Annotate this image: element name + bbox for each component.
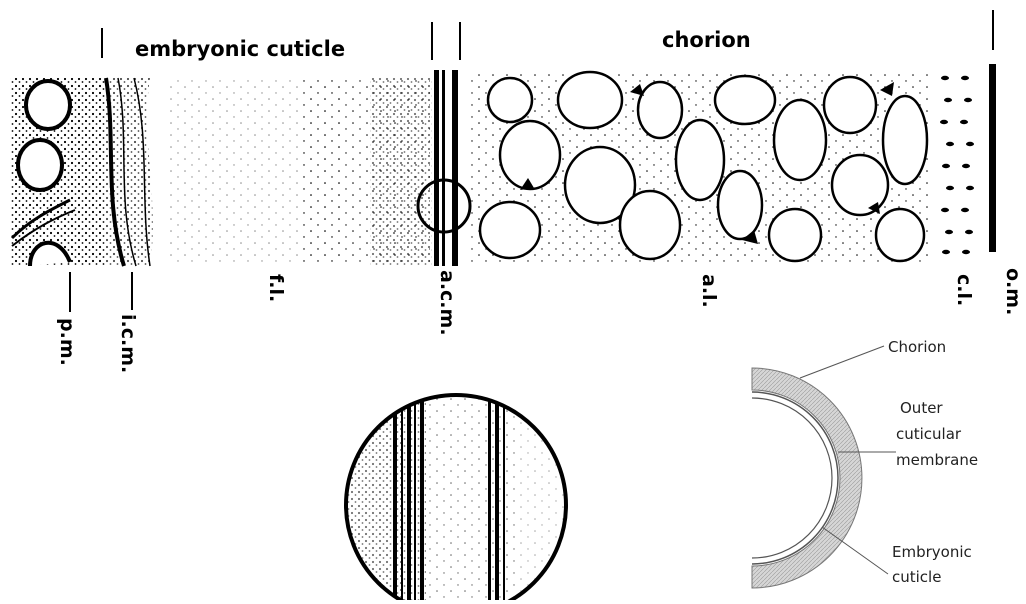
inset-label-embryonic: Embryonic	[892, 543, 972, 561]
acm-bar	[434, 70, 439, 266]
magnified-bar	[503, 395, 505, 600]
egg-wall-inset: Chorion Outer cuticular membrane Embryon…	[752, 338, 978, 588]
magnified-bar	[488, 395, 491, 600]
cell-nucleus	[26, 81, 70, 129]
magnified-bar	[420, 395, 424, 600]
cell-nucleus	[18, 140, 62, 190]
fl-label: f.l.	[265, 274, 287, 302]
icm-label: i.c.m.	[117, 314, 139, 373]
acm-bar	[442, 70, 445, 266]
magnified-detail	[346, 395, 570, 600]
inset-label-membrane: membrane	[896, 451, 978, 469]
magnified-bar	[495, 395, 499, 600]
magnified-bar	[401, 395, 403, 600]
om-bar	[989, 64, 996, 252]
pm-label: p.m.	[56, 318, 78, 366]
section-headers: embryonic cuticle chorion	[102, 10, 993, 61]
section-strip	[10, 64, 996, 266]
magnified-bar	[407, 395, 411, 600]
chorion-leader	[800, 346, 884, 378]
layer-labels: p.m. i.c.m. f.l. a.c.m. a.l. c.l. o.m.	[56, 268, 1024, 373]
acm-bar	[452, 70, 458, 266]
al-label: a.l.	[698, 274, 720, 308]
acm-label: a.c.m.	[436, 270, 458, 336]
inset-label-cuticle: cuticle	[892, 568, 941, 586]
cl-dashes	[940, 76, 974, 254]
magnified-bar	[393, 395, 397, 600]
inset-label-outer: Outer	[900, 399, 943, 417]
embryonic-cuticle-header: embryonic cuticle	[135, 37, 345, 61]
inset-chorion-layer	[752, 368, 862, 588]
fibrous-layer-dense	[370, 78, 432, 266]
cl-label: c.l.	[953, 274, 975, 306]
om-label: o.m.	[1002, 268, 1024, 315]
magnified-bar	[414, 395, 416, 600]
inset-label-chorion: Chorion	[888, 338, 946, 356]
chorion-header: chorion	[662, 28, 751, 52]
inset-label-cuticular: cuticular	[896, 425, 962, 443]
chorion-airspace	[470, 70, 930, 266]
